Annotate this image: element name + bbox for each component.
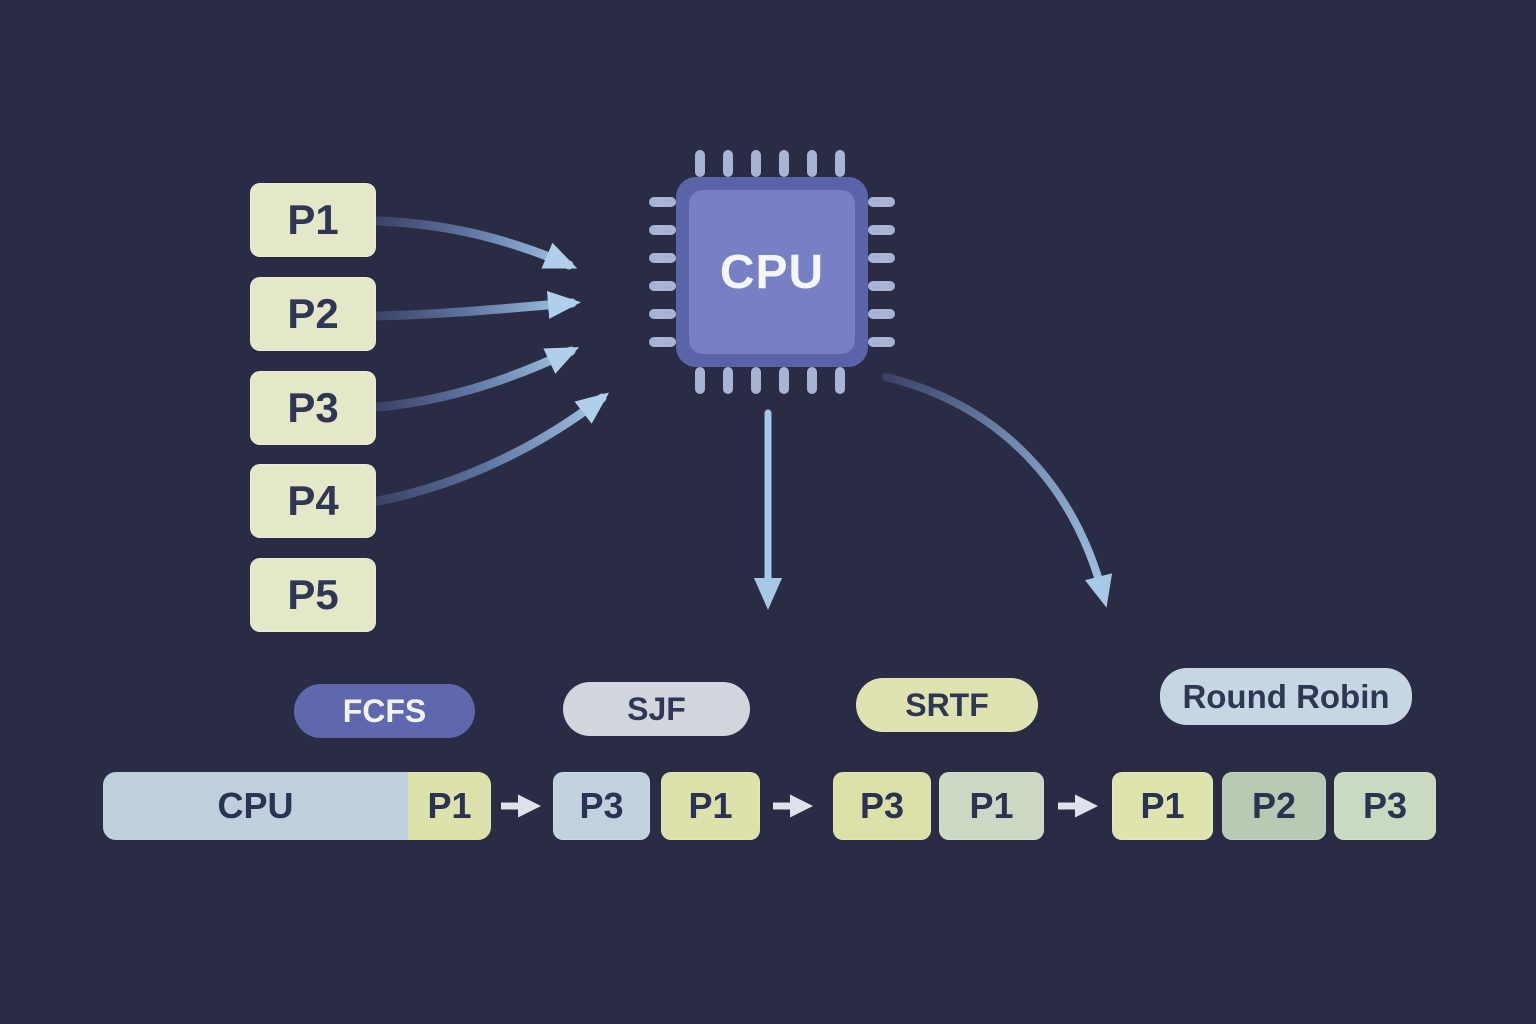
process-box-p2: P2 [250, 277, 376, 351]
flow-arrow-icon [501, 794, 541, 818]
timeline-rr-segment: P3 [1334, 772, 1436, 840]
timeline-rr-segment: P2 [1222, 772, 1326, 840]
flow-arrow-icon [1058, 794, 1098, 818]
cpu-chip-icon: CPU [649, 150, 895, 394]
process-box-p4: P4 [250, 464, 376, 538]
arrow-p4-to-cpu [373, 392, 610, 506]
algorithm-badge-sjf: SJF [563, 682, 750, 736]
cpu-chip-pins-bottom [695, 367, 845, 394]
process-box-p5: P5 [250, 558, 376, 632]
process-box-p3: P3 [250, 371, 376, 445]
cpu-chip-die: CPU [689, 190, 855, 354]
cpu-chip-label: CPU [719, 245, 825, 299]
arrow-p3-to-cpu [373, 346, 580, 412]
timeline-segment-cpu: CPU [103, 772, 408, 840]
algorithm-badge-round-robin: Round Robin [1160, 668, 1412, 725]
arrow-p1-to-cpu [373, 216, 578, 270]
timeline-sjf-segment: P1 [661, 772, 760, 840]
arrow-cpu-to-round-robin [882, 373, 1113, 608]
timeline-rr-segment: P1 [1112, 772, 1213, 840]
cpu-chip-pins-left [649, 197, 676, 347]
algorithm-badge-fcfs: FCFS [294, 684, 475, 738]
flow-arrow-icon [773, 794, 813, 818]
timeline-segment: P1 [408, 772, 491, 840]
timeline-fcfs: CPU P1 [103, 772, 491, 840]
process-box-p1: P1 [250, 183, 376, 257]
timeline-srtf-segment: P3 [833, 772, 931, 840]
algorithm-badge-srtf: SRTF [856, 678, 1038, 732]
timeline-sjf-segment: P3 [553, 772, 650, 840]
cpu-chip-pins-right [868, 197, 895, 347]
timeline-srtf-segment: P1 [939, 772, 1044, 840]
cpu-chip-pins-top [695, 150, 845, 177]
arrow-p2-to-cpu [373, 290, 581, 321]
